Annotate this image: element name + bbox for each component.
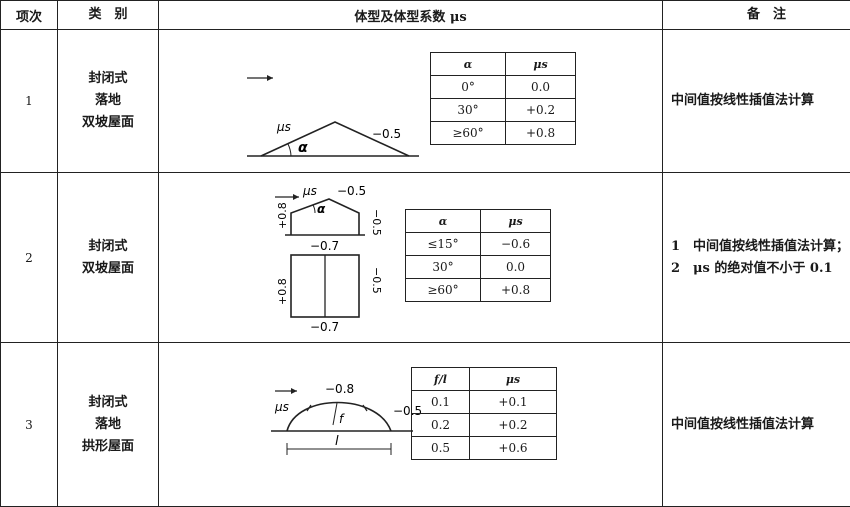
plan-top-coef: −0.7 <box>310 239 339 253</box>
header-note: 备 注 <box>663 1 850 30</box>
row-category: 封闭式 落地 拱形屋面 <box>58 343 159 507</box>
category-line: 拱形屋面 <box>58 436 158 458</box>
gable-roof-diagram: μs −0.5 α <box>239 60 429 160</box>
plan-left-coef: +0.8 <box>276 278 289 305</box>
mini-cell: 0.1 <box>412 391 470 414</box>
mini-header: μs <box>470 368 557 391</box>
mini-cell: +0.2 <box>506 99 576 122</box>
alpha-label: α <box>317 202 326 216</box>
category-line: 双坡屋面 <box>58 112 158 134</box>
roof-right-coef: −0.5 <box>337 184 366 198</box>
mini-cell: +0.2 <box>470 414 557 437</box>
note-line: 中间值按线性插值法计算 <box>671 90 850 112</box>
mini-cell: ≥60° <box>431 122 506 145</box>
category-line: 双坡屋面 <box>58 258 158 280</box>
row-category: 封闭式 双坡屋面 <box>58 173 159 343</box>
mini-cell: 0° <box>431 76 506 99</box>
shape-cell: μs −0.5 α +0.8 −0.5 −0.7 +0.8 −0.5 −0.7 … <box>159 173 663 343</box>
row-number: 1 <box>1 30 58 173</box>
closed-gable-building-diagram: μs −0.5 α +0.8 −0.5 −0.7 +0.8 −0.5 −0.7 <box>267 183 417 333</box>
right-coef: −0.5 <box>372 127 401 141</box>
row-note: 中间值按线性插值法计算 <box>663 343 850 507</box>
left-coef: +0.8 <box>276 202 289 229</box>
mini-cell: 30° <box>406 256 481 279</box>
mini-cell: ≤15° <box>406 233 481 256</box>
mu-label: μs <box>302 184 317 198</box>
row-number: 3 <box>1 343 58 507</box>
mini-cell: 0.0 <box>506 76 576 99</box>
plan-bottom-coef: −0.7 <box>310 320 339 334</box>
mini-header: α <box>431 53 506 76</box>
mini-cell: ≥60° <box>406 279 481 302</box>
mini-header: μs <box>506 53 576 76</box>
mini-cell: −0.6 <box>481 233 551 256</box>
f-label: f <box>339 412 345 426</box>
l-label: l <box>335 434 339 449</box>
mini-cell: +0.6 <box>470 437 557 460</box>
table-row: 3 封闭式 落地 拱形屋面 μs −0.8 −0.5 f <box>1 343 850 507</box>
alpha-label: α <box>298 140 308 156</box>
row-note: 1 中间值按线性插值法计算； 2 μs 的绝对值不小于 0.1 <box>663 173 850 343</box>
category-line: 落地 <box>58 90 158 112</box>
mini-cell: +0.8 <box>506 122 576 145</box>
category-line: 落地 <box>58 414 158 436</box>
mini-cell: 0.2 <box>412 414 470 437</box>
mini-header: α <box>406 210 481 233</box>
header-category: 类 别 <box>58 1 159 30</box>
note-line: 中间值按线性插值法计算 <box>671 414 850 436</box>
row-category: 封闭式 落地 双坡屋面 <box>58 30 159 173</box>
category-line: 封闭式 <box>58 68 158 90</box>
header-no: 项次 <box>1 1 58 30</box>
mini-cell: 0.5 <box>412 437 470 460</box>
header-shape: 体型及体型系数 μs <box>159 1 663 30</box>
arch-roof-diagram: μs −0.8 −0.5 f l <box>267 371 417 481</box>
right-coef: −0.5 <box>370 209 383 236</box>
mini-header: f/l <box>412 368 470 391</box>
category-line: 封闭式 <box>58 392 158 414</box>
table-row: 2 封闭式 双坡屋面 μs −0.5 α +0.8 −0.5 <box>1 173 850 343</box>
row-note: 中间值按线性插值法计算 <box>663 30 850 173</box>
mini-cell: +0.1 <box>470 391 557 414</box>
mu-label: μs <box>276 120 291 134</box>
mini-cell: +0.8 <box>481 279 551 302</box>
category-line: 封闭式 <box>58 236 158 258</box>
top-coef: −0.8 <box>325 382 354 396</box>
mini-cell: 0.0 <box>481 256 551 279</box>
mini-cell: 30° <box>431 99 506 122</box>
note-line: 1 中间值按线性插值法计算； <box>671 236 850 258</box>
mu-label: μs <box>274 400 289 414</box>
row-number: 2 <box>1 173 58 343</box>
header-row: 项次 类 别 体型及体型系数 μs 备 注 <box>1 1 850 30</box>
mini-header: μs <box>481 210 551 233</box>
note-line: 2 μs 的绝对值不小于 0.1 <box>671 258 850 280</box>
plan-right-coef: −0.5 <box>370 267 383 294</box>
